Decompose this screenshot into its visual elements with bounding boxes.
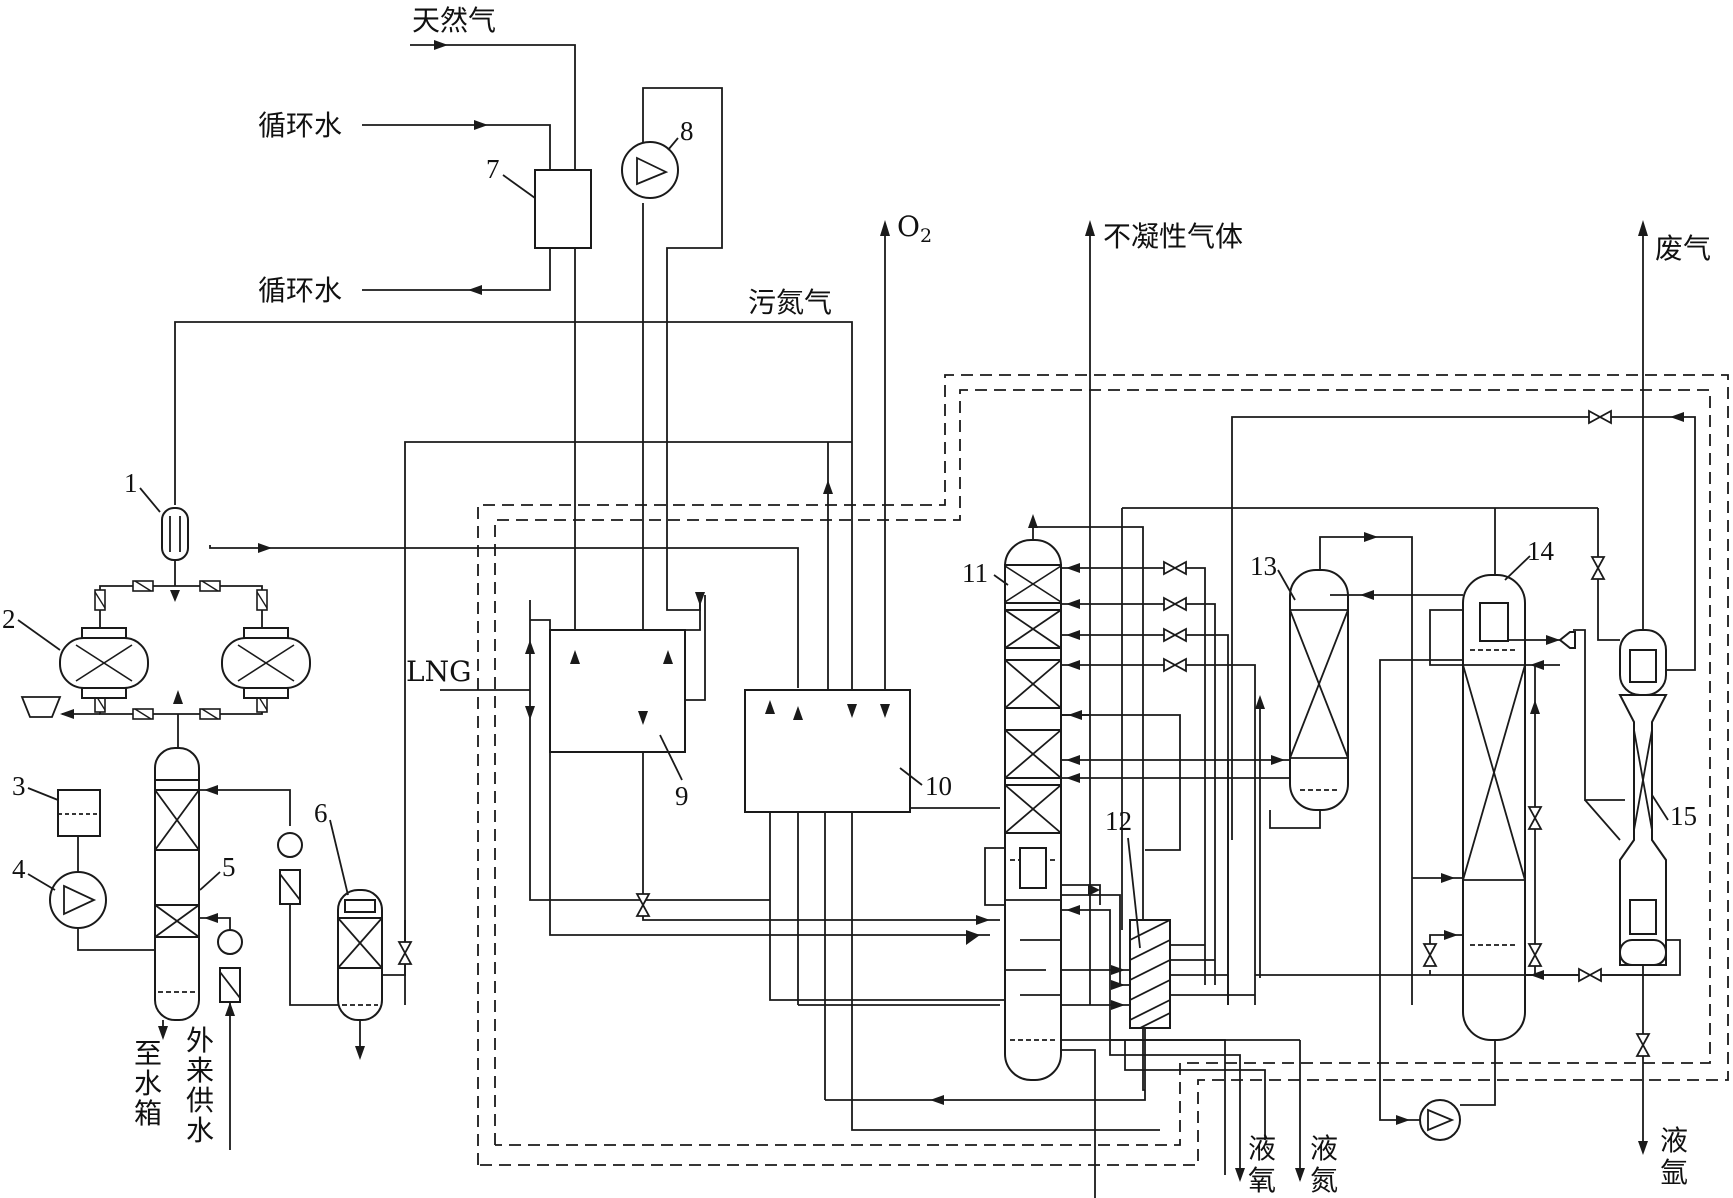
water-tank-3 <box>57 789 101 837</box>
cooling-water-lines <box>362 120 551 295</box>
equipment-number-13: 13 <box>1250 551 1277 581</box>
label-external-water-1: 外 <box>186 1024 214 1057</box>
equipment-number-14: 14 <box>1527 536 1555 566</box>
label-dirty-nitrogen: 污氮气 <box>748 286 832 319</box>
label-liquid-oxygen-1: 液 <box>1248 1132 1276 1165</box>
label-liquid-oxygen-2: 氧 <box>1248 1164 1276 1197</box>
equipment-number-labels: 1 2 3 4 5 6 7 8 9 10 11 12 13 14 15 <box>2 116 1697 949</box>
label-liquid-argon-2: 氩 <box>1660 1156 1688 1189</box>
filter-1 <box>161 507 189 561</box>
equipment-number-11: 11 <box>962 558 988 588</box>
equipment-number-12: 12 <box>1105 806 1132 836</box>
label-o2: O2 <box>897 210 932 247</box>
equipment-number-10: 10 <box>925 771 952 801</box>
label-waste-gas: 废气 <box>1655 232 1711 265</box>
label-lng: LNG <box>406 655 471 688</box>
label-liquid-argon-1: 液 <box>1660 1124 1688 1157</box>
label-liquid-nitrogen-1: 液 <box>1310 1132 1338 1165</box>
equipment-number-7: 7 <box>486 154 500 184</box>
label-liquid-nitrogen-2: 氮 <box>1310 1164 1338 1197</box>
label-noncondensable-gas: 不凝性气体 <box>1103 220 1243 253</box>
equipment-number-1: 1 <box>124 468 138 498</box>
equipment-number-4: 4 <box>12 854 26 884</box>
argon-column-15 <box>1618 629 1668 966</box>
label-cooling-water-in: 循环水 <box>258 109 342 142</box>
label-to-water-tank-2: 水 <box>134 1067 162 1100</box>
equipment-number-15: 15 <box>1670 801 1697 831</box>
air-line <box>209 543 799 1005</box>
equipment-number-5: 5 <box>222 852 236 882</box>
dashed-loop <box>477 374 1729 1166</box>
equipment-number-3: 3 <box>12 771 26 801</box>
column-11-feed-lines <box>1061 561 1290 1005</box>
column-14 <box>1462 574 1526 1041</box>
label-external-water-4: 水 <box>186 1114 214 1147</box>
label-natural-gas: 天然气 <box>412 4 496 37</box>
label-to-water-tank-1: 至 <box>134 1037 162 1070</box>
label-external-water-2: 来 <box>186 1054 214 1087</box>
dirty-nitrogen-line <box>174 321 853 1005</box>
column-11 <box>1004 539 1062 1081</box>
equipment-number-9: 9 <box>675 781 689 811</box>
pump-4 <box>49 871 107 929</box>
dryer-2 <box>59 627 311 699</box>
heat-exchanger-7 <box>534 169 592 249</box>
water-cooling-tower-6 <box>337 889 383 1021</box>
equipment-number-6: 6 <box>314 798 328 828</box>
equipment-number-2: 2 <box>2 604 16 634</box>
subcooler-12 <box>1129 919 1171 1029</box>
cooling-tower-5 <box>154 747 200 1021</box>
equipment-number-8: 8 <box>680 116 694 146</box>
column-13 <box>1289 569 1349 811</box>
compressor-8 <box>621 141 679 199</box>
label-cooling-water-out: 循环水 <box>258 274 342 307</box>
exchanger-9 <box>549 629 686 753</box>
label-to-water-tank-3: 箱 <box>134 1097 162 1130</box>
label-external-water-3: 供 <box>186 1084 214 1117</box>
